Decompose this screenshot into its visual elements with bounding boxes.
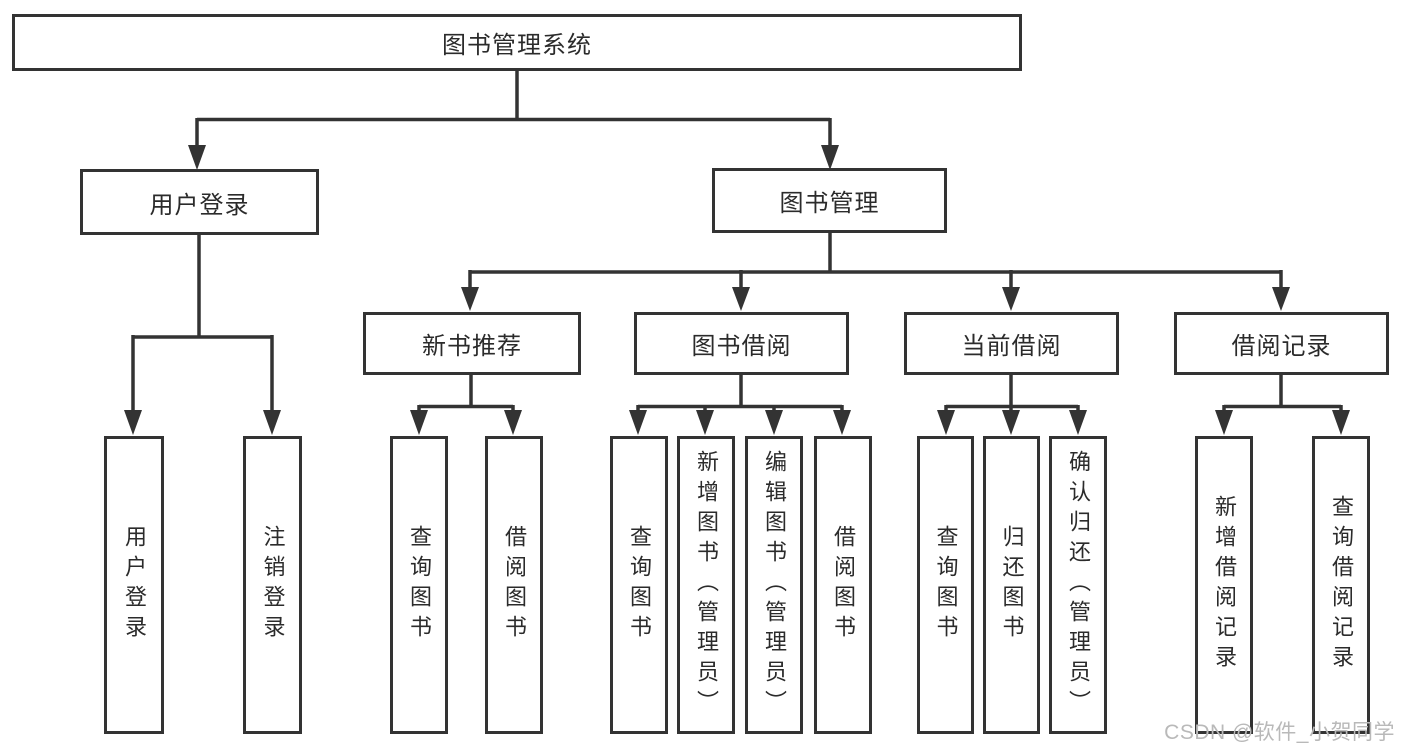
node-user-login: 用户登录 — [80, 169, 319, 235]
connector-user-login-split — [124, 233, 281, 435]
node-library-management-system-label: 图书管理系统 — [442, 32, 592, 59]
node-library-management-system: 图书管理系统 — [12, 14, 1022, 71]
node-cur-query-books-label: 查询图书 — [933, 525, 959, 645]
connector-book-management-split — [461, 231, 1290, 311]
node-bor-borrow-books-label: 借阅图书 — [831, 525, 856, 645]
node-cur-confirm-return-admin: 确认归还（管理员） — [1049, 436, 1107, 734]
node-rec-query-books-label: 查询图书 — [407, 525, 432, 645]
node-bor-edit-books-admin: 编辑图书（管理员） — [745, 436, 803, 734]
node-new-book-recommend: 新书推荐 — [363, 312, 581, 375]
node-recd-query-borrow-record: 查询借阅记录 — [1312, 436, 1370, 734]
node-bor-query-books-label: 查询图书 — [627, 525, 652, 645]
node-book-management-label: 图书管理 — [779, 190, 880, 217]
node-user-login-label: 用户登录 — [149, 191, 250, 219]
connector-borrowing-records-split — [1215, 373, 1350, 435]
node-bor-borrow-books: 借阅图书 — [814, 436, 872, 734]
node-rec-borrow-books-label: 借阅图书 — [502, 525, 527, 645]
node-bor-query-books: 查询图书 — [610, 436, 668, 734]
csdn-watermark: CSDN @软件_小贺同学 — [1164, 721, 1395, 744]
node-borrowing-records: 借阅记录 — [1174, 312, 1389, 375]
node-cur-confirm-return-admin-label: 确认归还（管理员） — [1066, 450, 1091, 720]
node-book-management: 图书管理 — [712, 168, 947, 233]
node-book-borrowing: 图书借阅 — [634, 312, 849, 375]
node-leaf-user-login: 用户登录 — [104, 436, 164, 734]
node-cur-query-books: 查询图书 — [917, 436, 974, 734]
node-borrowing-records-label: 借阅记录 — [1231, 333, 1332, 360]
node-book-borrowing-label: 图书借阅 — [691, 333, 792, 360]
node-bor-add-books-admin-label: 新增图书（管理员） — [694, 450, 719, 720]
connector-root-split — [188, 68, 839, 170]
node-new-book-recommend-label: 新书推荐 — [422, 333, 522, 360]
node-recd-query-borrow-record-label: 查询借阅记录 — [1329, 495, 1354, 675]
connector-book-borrowing-split — [629, 373, 851, 435]
node-leaf-logout-login-label: 注销登录 — [260, 525, 286, 645]
node-rec-borrow-books: 借阅图书 — [485, 436, 543, 734]
node-current-borrowing-label: 当前借阅 — [961, 333, 1062, 360]
node-bor-add-books-admin: 新增图书（管理员） — [677, 436, 735, 734]
node-cur-return-books: 归还图书 — [983, 436, 1040, 734]
connector-current-borrowing-split — [937, 373, 1087, 435]
node-leaf-logout-login: 注销登录 — [243, 436, 302, 734]
node-bor-edit-books-admin-label: 编辑图书（管理员） — [762, 450, 787, 720]
node-recd-add-borrow-record-label: 新增借阅记录 — [1212, 495, 1237, 675]
node-rec-query-books: 查询图书 — [390, 436, 448, 734]
node-current-borrowing: 当前借阅 — [904, 312, 1119, 375]
node-leaf-user-login-label: 用户登录 — [122, 525, 147, 645]
node-cur-return-books-label: 归还图书 — [999, 525, 1025, 645]
node-recd-add-borrow-record: 新增借阅记录 — [1195, 436, 1253, 734]
connector-new-book-recommend-split — [410, 373, 522, 435]
